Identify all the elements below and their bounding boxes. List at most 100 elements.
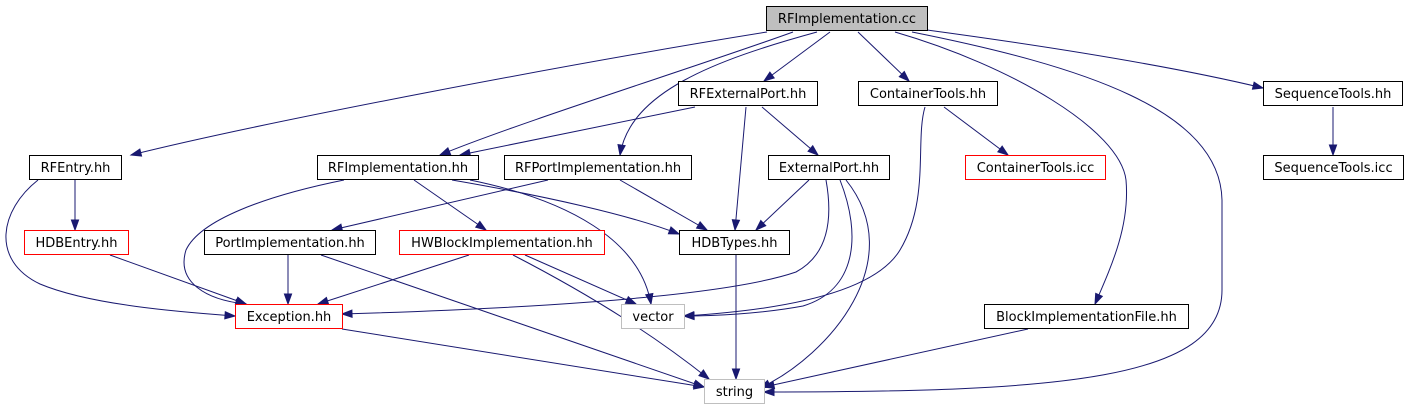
node-box xyxy=(679,230,790,255)
node-containertools-icc[interactable]: ContainerTools.icc xyxy=(965,155,1106,180)
edge-rfimpl-hh-to-hdbtypes-hh xyxy=(451,179,681,235)
node-hdbentry-hh[interactable]: HDBEntry.hh xyxy=(24,230,129,255)
node-box xyxy=(965,155,1106,180)
edge-hdbtypes-hh-to-string xyxy=(731,255,741,381)
edge-exception-hh-to-string xyxy=(341,328,706,390)
node-box xyxy=(1263,155,1404,180)
edge-rfimpl-cc-to-containertools-hh xyxy=(857,31,911,83)
edge-containertools-hh-to-vector xyxy=(682,106,926,320)
arrowhead-icon xyxy=(762,387,775,397)
edge-line xyxy=(183,179,345,305)
node-label: HDBEntry.hh xyxy=(35,236,117,251)
node-box xyxy=(621,304,685,329)
edge-line xyxy=(857,31,910,82)
edge-containertools-hh-to-containertools-icc xyxy=(943,106,1010,156)
edge-line xyxy=(5,179,236,317)
edge-rfimpl-cc-to-rfexternalport-hh xyxy=(762,31,831,82)
dependency-edges xyxy=(5,29,1338,397)
edge-line xyxy=(341,179,830,315)
edge-rfexternalport-hh-to-hdbtypes-hh xyxy=(731,106,747,232)
edge-line xyxy=(761,106,819,156)
edge-line xyxy=(759,179,870,389)
node-containertools-hh[interactable]: ContainerTools.hh xyxy=(858,81,998,106)
edge-rfimpl-cc-to-blockimplfile-hh xyxy=(894,31,1128,306)
node-label: RFPortImplementation.hh xyxy=(515,161,681,176)
arrowhead-icon xyxy=(762,71,776,82)
node-box xyxy=(1263,81,1403,106)
arrowhead-icon xyxy=(698,369,711,380)
edge-rfportimpl-hh-to-hdbtypes-hh xyxy=(619,179,709,231)
edge-line xyxy=(734,106,747,231)
node-box xyxy=(858,81,998,106)
arrowhead-icon xyxy=(898,70,911,83)
node-exception-hh[interactable]: Exception.hh xyxy=(235,304,343,329)
edge-line xyxy=(413,179,487,231)
node-externalport-hh[interactable]: ExternalPort.hh xyxy=(768,155,890,180)
node-sequencetools-hh[interactable]: SequenceTools.hh xyxy=(1263,81,1403,106)
edge-line xyxy=(926,29,1264,89)
edge-line xyxy=(469,179,652,305)
arrowhead-icon xyxy=(224,310,237,320)
node-label: PortImplementation.hh xyxy=(215,236,365,251)
edge-sequencetools-hh-to-sequencetools-icc xyxy=(1328,107,1338,157)
edge-line xyxy=(439,31,794,156)
edge-line xyxy=(943,106,1009,156)
arrowhead-icon xyxy=(731,219,741,232)
edge-line xyxy=(451,179,680,235)
edge-line xyxy=(894,31,1128,305)
edge-rfimpl-hh-to-vector xyxy=(469,179,654,306)
edge-line xyxy=(130,31,768,156)
arrowhead-icon xyxy=(283,293,293,306)
edge-line xyxy=(459,106,696,156)
node-rfexternalport-hh[interactable]: RFExternalPort.hh xyxy=(678,81,818,106)
edge-line xyxy=(341,328,705,388)
arrowhead-icon xyxy=(762,380,776,389)
node-sequencetools-icc[interactable]: SequenceTools.icc xyxy=(1263,155,1404,180)
node-label: string xyxy=(716,385,753,400)
node-label: SequenceTools.icc xyxy=(1274,161,1392,176)
node-box xyxy=(204,230,376,255)
edge-line xyxy=(755,179,810,231)
node-label: ContainerTools.hh xyxy=(870,87,986,102)
edge-rfportimpl-hh-to-portimpl-hh xyxy=(330,179,549,232)
edge-hwblockimpl-hh-to-vector xyxy=(524,254,638,305)
arrowhead-icon xyxy=(617,143,626,157)
arrowhead-icon xyxy=(1328,144,1338,157)
edge-line xyxy=(763,31,831,82)
edge-line xyxy=(317,254,470,305)
edge-rfentry-hh-to-hdbentry-hh xyxy=(70,180,80,232)
node-rfimpl-hh[interactable]: RFImplementation.hh xyxy=(317,155,479,180)
node-rfentry-hh[interactable]: RFEntry.hh xyxy=(29,155,122,180)
edge-line xyxy=(331,179,549,231)
node-portimpl-hh[interactable]: PortImplementation.hh xyxy=(204,230,376,255)
node-label: ExternalPort.hh xyxy=(779,161,879,176)
arrowhead-icon xyxy=(1094,292,1104,306)
edge-portimpl-hh-to-exception-hh xyxy=(283,255,293,306)
node-hdbtypes-hh[interactable]: HDBTypes.hh xyxy=(679,230,790,255)
node-label: RFExternalPort.hh xyxy=(690,87,807,102)
arrowhead-icon xyxy=(997,145,1010,156)
node-hwblockimpl-hh[interactable]: HWBlockImplementation.hh xyxy=(399,230,605,255)
node-label: RFImplementation.hh xyxy=(328,161,468,176)
edge-line xyxy=(763,328,1029,388)
edge-rfimpl-hh-to-hwblockimpl-hh xyxy=(413,179,488,231)
arrowhead-icon xyxy=(624,295,638,305)
arrowhead-icon xyxy=(754,219,767,232)
edge-line xyxy=(619,31,818,156)
arrowhead-icon xyxy=(692,381,706,390)
edge-line xyxy=(683,179,853,317)
node-box xyxy=(766,6,928,31)
edge-line xyxy=(619,179,708,231)
edge-externalport-hh-to-hdbtypes-hh xyxy=(754,179,810,232)
arrowhead-icon xyxy=(340,309,353,319)
node-box xyxy=(504,155,692,180)
node-blockimplfile-hh[interactable]: BlockImplementationFile.hh xyxy=(984,304,1189,329)
node-label: RFEntry.hh xyxy=(41,161,111,176)
node-label: ContainerTools.icc xyxy=(977,161,1095,176)
node-rfportimpl-hh[interactable]: RFPortImplementation.hh xyxy=(504,155,692,180)
edge-rfimpl-cc-to-string xyxy=(762,31,1223,397)
node-box xyxy=(984,304,1189,329)
node-label: HDBTypes.hh xyxy=(692,236,778,251)
node-label: RFImplementation.cc xyxy=(778,12,916,27)
